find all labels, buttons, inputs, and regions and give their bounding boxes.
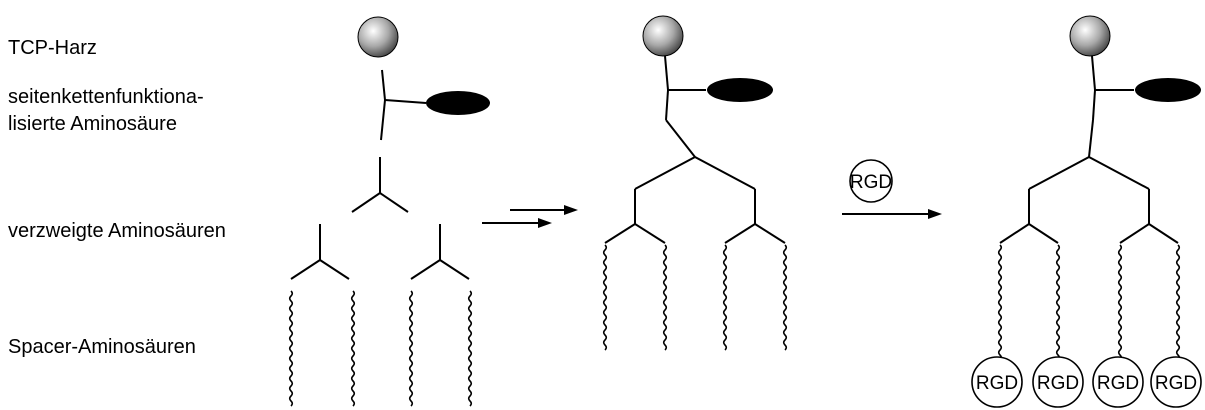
functional-group-icon (707, 78, 773, 102)
spacer-chain-3 (408, 290, 414, 407)
label-branched-amino-acids: verzweigte Aminosäuren (8, 220, 226, 242)
resin-bead-icon (642, 15, 684, 57)
spacer-chain-1 (288, 290, 294, 407)
resin-bead-icon (1069, 15, 1111, 57)
spacer-chain (782, 244, 788, 351)
spacer-chain (997, 244, 1003, 361)
rgd-ligand-label: RGD (1155, 373, 1197, 394)
rgd-ligand-label: RGD (1097, 373, 1139, 394)
spacer-chain (1055, 244, 1061, 361)
rgd-ligand-1: RGD (971, 356, 1023, 408)
functional-group-icon (1135, 78, 1201, 102)
spacer-chain (722, 244, 728, 351)
stepwise-synthesis-arrows (482, 205, 578, 228)
label-sidechain-line2: lisierte Aminosäure (8, 113, 177, 135)
branched-amino-acid-right (410, 224, 470, 280)
rgd-ligand-4: RGD (1150, 356, 1202, 408)
building-blocks-panel (288, 16, 490, 407)
spacer-chain-4 (467, 290, 473, 407)
rgd-dendrimer: RGD RGD RGD RGD (971, 15, 1202, 408)
branched-amino-acid-left (290, 224, 350, 280)
sidechain-amino-acid (380, 69, 490, 141)
branched-amino-acid-top (351, 157, 409, 213)
resin-bead-icon (357, 16, 399, 58)
spacer-chain (602, 244, 608, 351)
rgd-coupling-arrow: RGD (842, 159, 942, 219)
rgd-reagent-label: RGD (850, 172, 892, 193)
label-tcp-resin: TCP-Harz (8, 37, 97, 59)
label-sidechain-line1: seitenkettenfunktiona- (8, 86, 204, 108)
rgd-reagent-circle (849, 159, 893, 203)
assembled-dendrimer (602, 15, 788, 351)
functional-group-icon (426, 91, 490, 115)
label-spacer-amino-acids: Spacer-Aminosäuren (8, 336, 196, 358)
spacer-chain (1175, 244, 1181, 361)
rgd-ligand-2: RGD (1032, 356, 1084, 408)
rgd-ligand-label: RGD (976, 373, 1018, 394)
spacer-chain (1117, 244, 1123, 361)
rgd-ligand-label: RGD (1037, 373, 1079, 394)
spacer-chain (662, 244, 668, 351)
rgd-ligand-3: RGD (1092, 356, 1144, 408)
spacer-chain-2 (350, 290, 356, 407)
